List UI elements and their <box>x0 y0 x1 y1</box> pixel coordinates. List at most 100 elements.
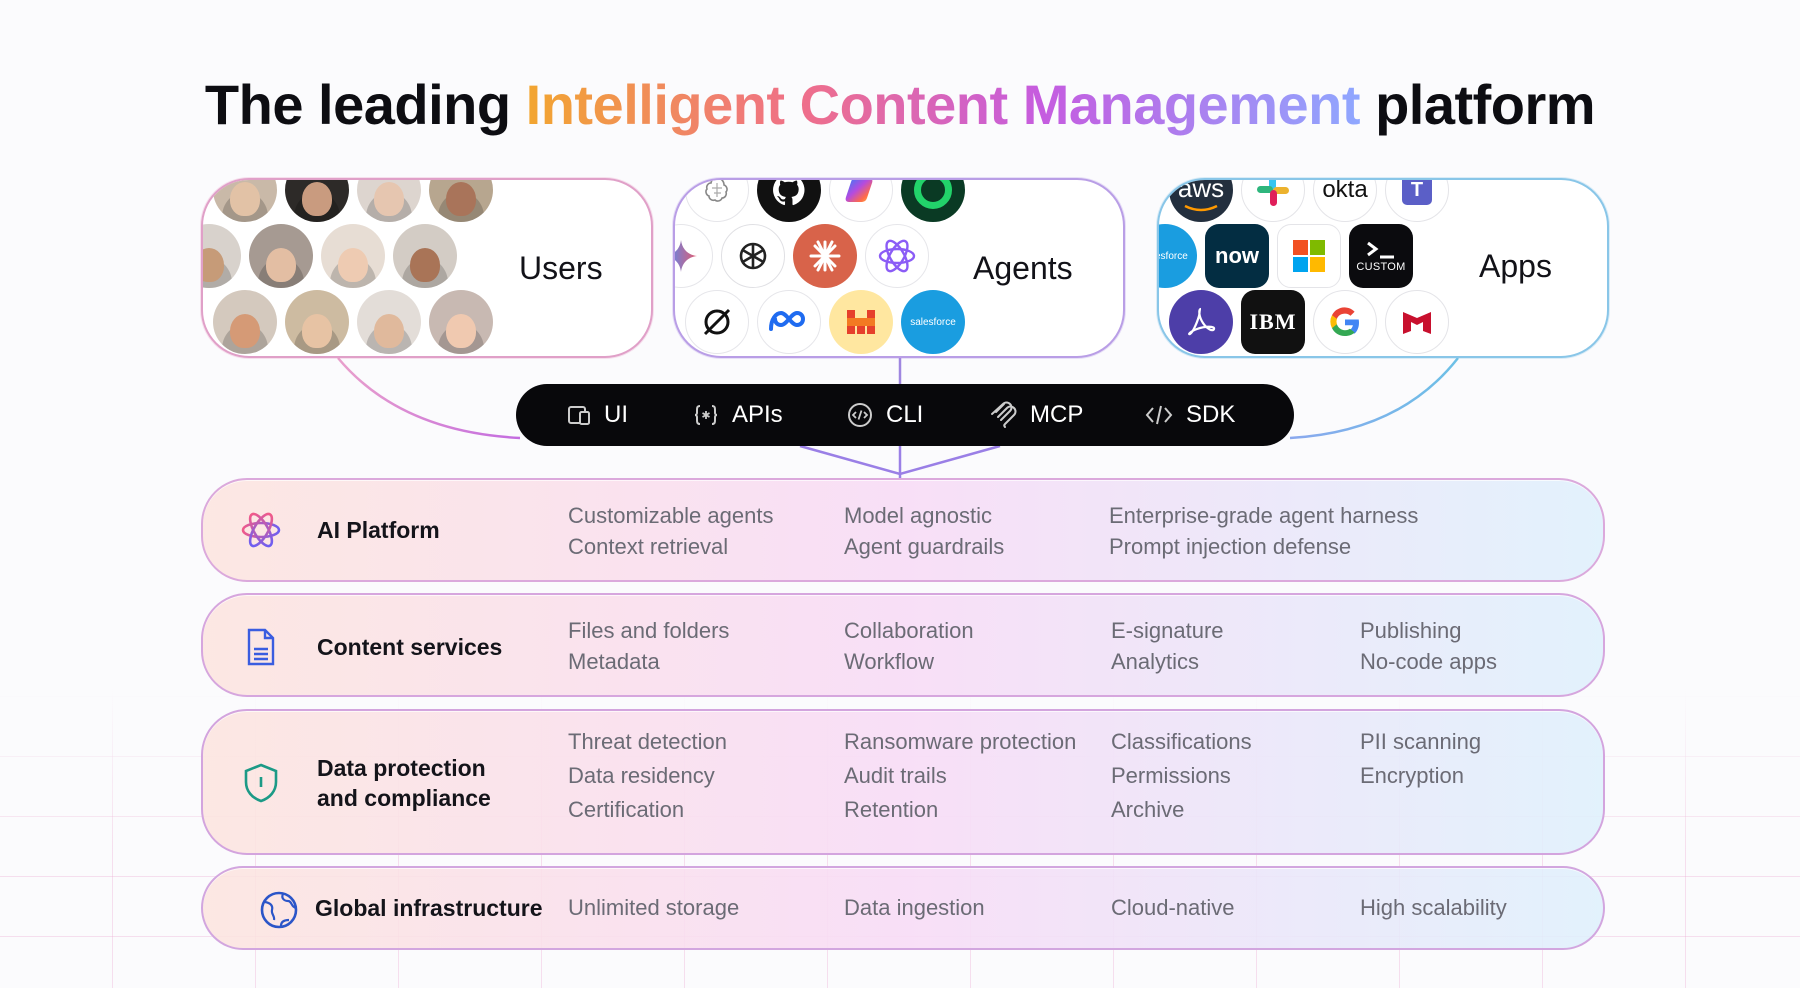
interface-ui-label: UI <box>604 401 628 428</box>
user-avatar <box>393 224 457 288</box>
feature-item: No-code apps <box>1360 649 1497 674</box>
mistral-icon <box>829 290 893 354</box>
interface-ui[interactable]: UI <box>566 384 628 446</box>
openai-icon <box>721 224 785 288</box>
braces-icon <box>694 405 718 425</box>
mcafee-icon <box>1385 290 1449 354</box>
feature-item: Files and folders <box>568 618 730 643</box>
feature-item: High scalability <box>1360 895 1507 920</box>
title-prefix: The leading <box>204 73 511 136</box>
user-avatar <box>429 290 493 354</box>
document-icon <box>247 628 275 666</box>
feature-item: Ransomware protection <box>844 729 1077 754</box>
feature-item: Metadata <box>568 649 660 674</box>
agents-label: Agents <box>973 250 1073 286</box>
feature-item: Customizable agents <box>568 503 774 528</box>
feature-item: Workflow <box>844 649 935 674</box>
feature-item: Enterprise-grade agent harness <box>1109 503 1419 528</box>
feature-item: Prompt injection defense <box>1109 534 1352 559</box>
salesforce-text: salesforce <box>1159 250 1188 262</box>
teams-icon: T <box>1385 180 1449 222</box>
microsoft-icon <box>1277 224 1341 288</box>
claude-icon <box>793 224 857 288</box>
ibm-icon: IBM <box>1241 290 1305 354</box>
interface-cli[interactable]: CLI <box>846 384 923 446</box>
feature-item: PII scanning <box>1360 729 1482 754</box>
github-icon <box>757 180 821 222</box>
layer-global-infrastructure: Global infrastructure Unlimited storage … <box>201 866 1605 950</box>
apps-connector <box>1289 357 1459 440</box>
feature-item: Certification <box>568 797 685 822</box>
user-avatar <box>249 224 313 288</box>
feature-item: Collaboration <box>844 618 974 643</box>
page-title: The leading Intelligent Content Manageme… <box>0 72 1800 137</box>
user-avatar <box>213 290 277 354</box>
feature-item: Retention <box>844 797 939 822</box>
layer-title: AI Platform <box>317 517 440 543</box>
interface-mcp-label: MCP <box>1030 401 1084 428</box>
feature-item: Publishing <box>1360 618 1462 643</box>
feature-item: Encryption <box>1360 763 1464 788</box>
aws-icon: aws <box>1169 180 1233 222</box>
user-avatar <box>357 290 421 354</box>
apps-label: Apps <box>1479 248 1552 284</box>
globe-icon <box>260 891 298 929</box>
salesforce-icon: salesforce <box>1159 224 1197 288</box>
code-circle-icon <box>848 403 872 427</box>
feature-item: E-signature <box>1111 618 1224 643</box>
user-avatar <box>285 290 349 354</box>
interface-apis-label: APIs <box>732 401 783 428</box>
feature-item: Threat detection <box>568 729 727 754</box>
interface-cli-label: CLI <box>886 401 924 428</box>
feature-item: Data residency <box>568 763 715 788</box>
interface-sdk[interactable]: SDK <box>1144 384 1235 446</box>
layer-title: Data protection and compliance <box>317 753 491 813</box>
interface-mcp[interactable]: MCP <box>988 384 1083 446</box>
okta-text: okta <box>1322 178 1368 203</box>
feature-item: Analytics <box>1111 649 1200 674</box>
apps-box: aws okta T salesforce now CUSTOM IBM App… <box>1157 178 1609 358</box>
user-avatar <box>285 180 349 222</box>
agents-box: salesforce Agents <box>673 178 1125 358</box>
atom-icon <box>865 224 929 288</box>
code-brackets-icon <box>1145 405 1173 425</box>
okta-icon: okta <box>1313 178 1377 222</box>
gemini-icon <box>675 224 713 288</box>
servicenow-icon: now <box>1205 224 1269 288</box>
meta-icon <box>757 290 821 354</box>
feature-item: Cloud-native <box>1111 895 1235 920</box>
devices-icon <box>568 406 590 425</box>
now-text: now <box>1215 243 1259 268</box>
custom-terminal-icon: CUSTOM <box>1349 224 1413 288</box>
layer-title-line: and compliance <box>317 785 491 811</box>
title-suffix: platform <box>1375 73 1596 136</box>
layer-data-protection: Data protection and compliance Threat det… <box>201 709 1605 855</box>
shield-icon <box>244 763 278 803</box>
slack-icon <box>1241 180 1305 222</box>
mcp-icon <box>991 401 1017 428</box>
interface-apis[interactable]: APIs <box>692 384 783 446</box>
feature-item: Data ingestion <box>844 895 985 920</box>
atom-icon <box>241 512 281 548</box>
user-avatar <box>203 224 241 288</box>
user-avatar <box>213 180 277 222</box>
users-label: Users <box>519 250 603 286</box>
feature-item: Unlimited storage <box>568 895 740 920</box>
layer-title-line: Data protection <box>317 755 486 781</box>
feature-item: Agent guardrails <box>844 534 1005 559</box>
users-box: Users <box>201 178 653 358</box>
user-avatar <box>429 180 493 222</box>
feature-item: Audit trails <box>844 763 947 788</box>
